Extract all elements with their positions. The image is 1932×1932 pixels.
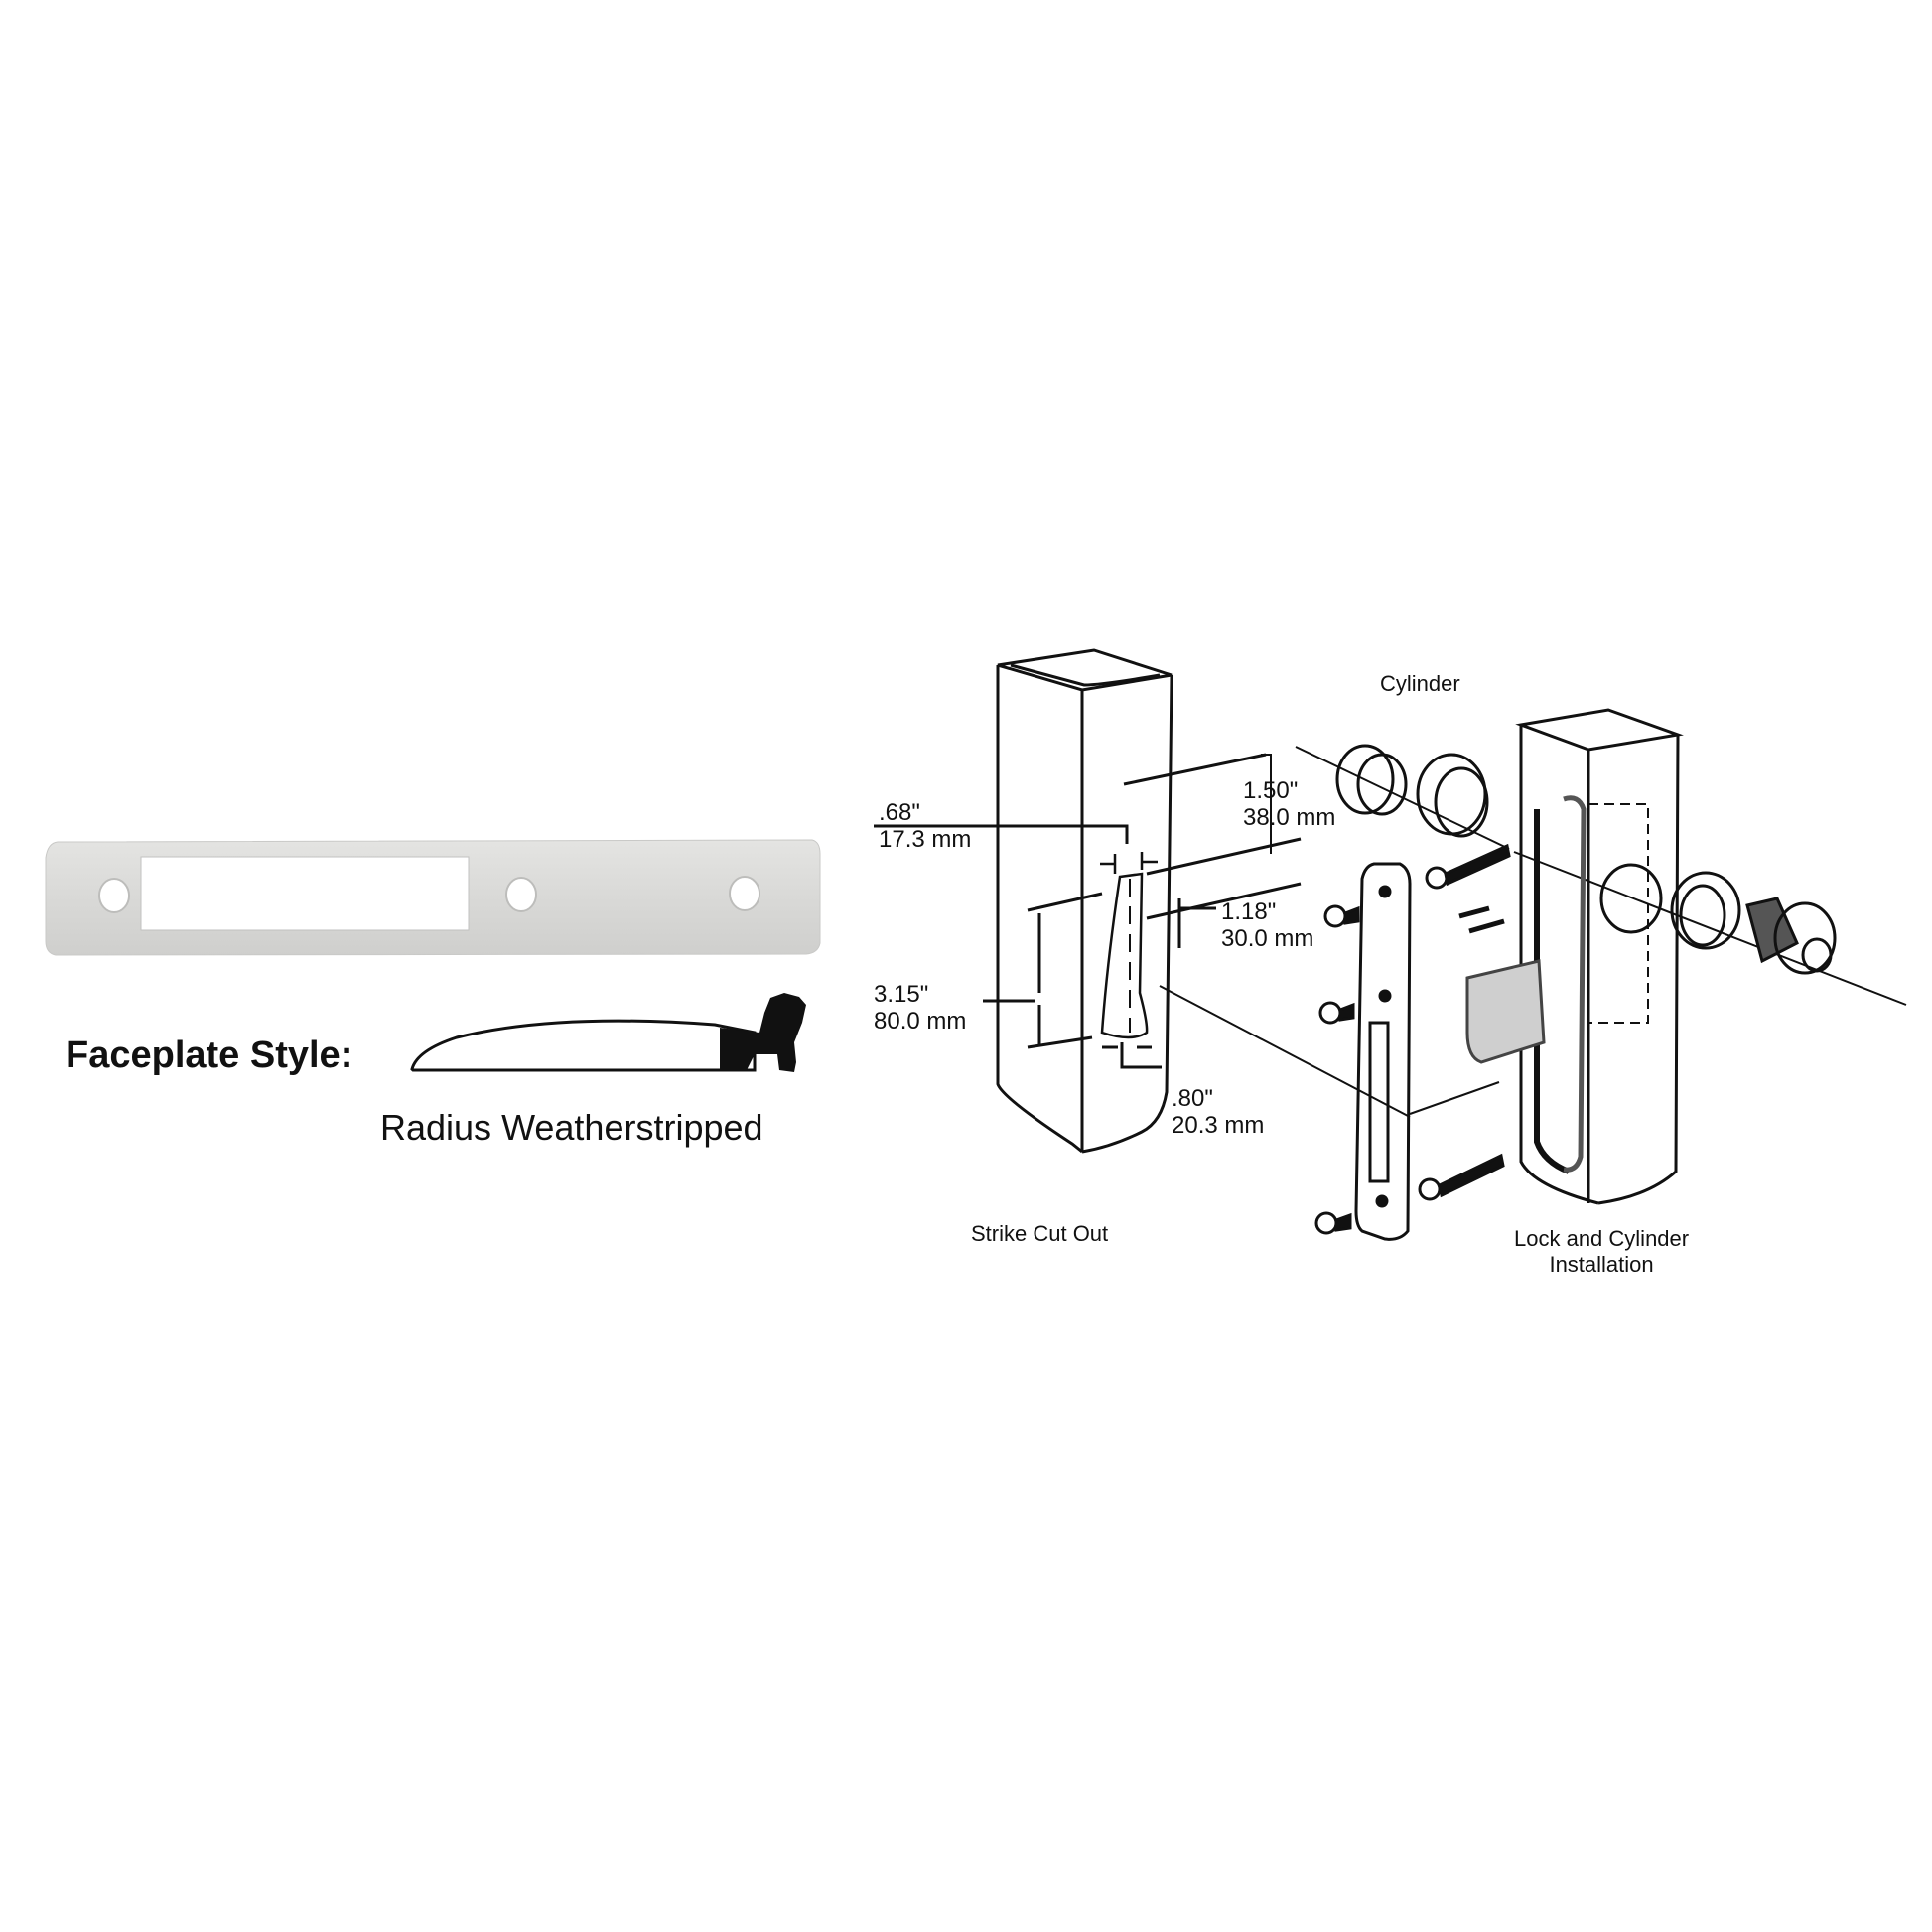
projection-lines [1159,746,1907,1118]
caption-line-2: Installation [1549,1252,1654,1277]
faceplate-style-name: Radius Weatherstripped [380,1107,763,1148]
lock-installation-caption: Lock and Cylinder Installation [1514,1226,1689,1278]
dimension-inch: 3.15" [874,981,929,1008]
strike-cut-out-caption: Strike Cut Out [971,1221,1109,1246]
caption-line-1: Lock and Cylinder [1514,1226,1690,1251]
dimension-label-118: 1.18" 30.0 mm [1221,898,1313,952]
strike-plate-drawing [1314,843,1511,1241]
dimension-label-315: 3.15" 80.0 mm [874,981,966,1035]
strike-tube-drawing [874,648,1302,1154]
dimension-inch: .80" [1172,1085,1213,1112]
dimension-label-068: .68" 17.3 mm [879,799,971,853]
dimension-mm: 80.0 mm [874,1008,967,1035]
dimension-label-080: .80" 20.3 mm [1172,1085,1264,1139]
cylinder-parts-drawing [1335,744,1489,838]
cylinder-label: Cylinder [1380,671,1460,696]
dimension-inch: .68" [879,799,920,826]
faceplate-style-title: Faceplate Style: [66,1035,353,1076]
lock-tube-drawing [1465,708,1837,1205]
dimension-mm: 30.0 mm [1221,925,1314,952]
faceplate-profile-icon [410,993,806,1072]
dimension-inch: 1.18" [1221,898,1277,925]
dimension-mm: 17.3 mm [879,826,972,853]
dimension-mm: 20.3 mm [1172,1112,1265,1139]
dimension-inch: 1.50" [1243,777,1299,804]
dimension-label-150: 1.50" 38.0 mm [1243,777,1335,831]
dimension-mm: 38.0 mm [1243,804,1336,831]
